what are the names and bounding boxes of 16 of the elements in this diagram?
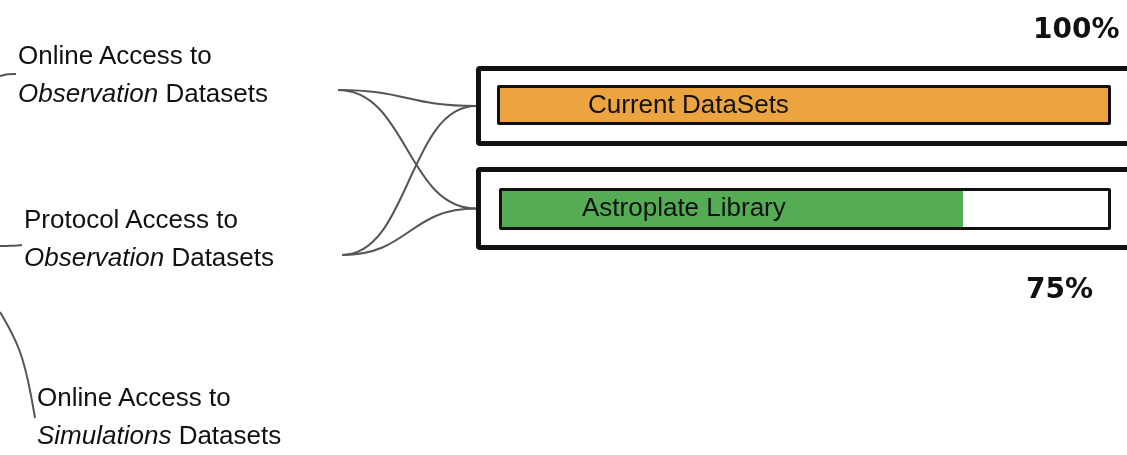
progress-bar <box>497 85 1111 125</box>
bar-label: Current DataSets <box>588 88 789 120</box>
connector-line <box>0 73 17 77</box>
bar-label: Astroplate Library <box>582 191 786 223</box>
category-label: Protocol Access to Observation Datasets <box>24 200 344 276</box>
category-label: Online Access to Observation Datasets <box>18 36 338 112</box>
connector-line <box>337 89 477 210</box>
progress-bar <box>499 188 1111 230</box>
progress-frame <box>476 66 1127 146</box>
connector-line <box>341 207 477 256</box>
percentage-label: 75% <box>1026 272 1094 305</box>
connector-line <box>0 244 23 247</box>
category-label: Online Access to Simulations Datasets <box>37 378 357 454</box>
progress-frame <box>476 167 1127 250</box>
percentage-label: 100% <box>1033 12 1120 45</box>
connector-line <box>0 311 36 419</box>
